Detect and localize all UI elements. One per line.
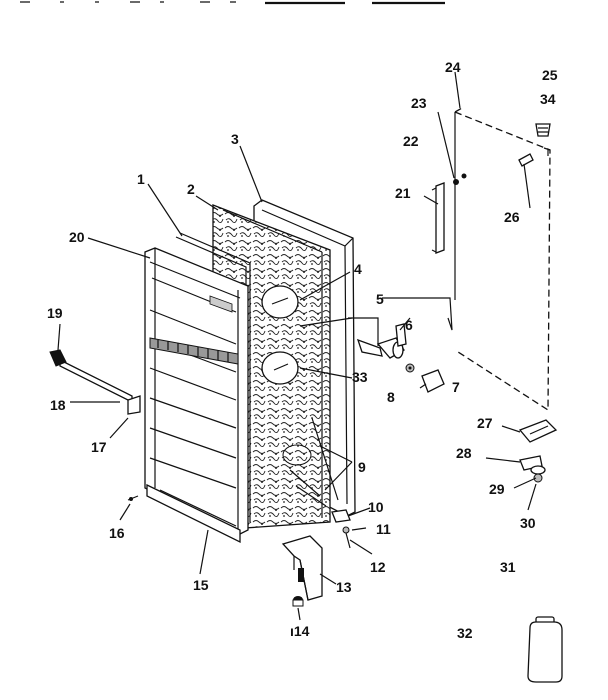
callout-32: 32 [457, 625, 473, 641]
callout-25: 25 [542, 67, 558, 83]
latch-26 [518, 153, 534, 167]
callout-9: 9 [358, 459, 366, 475]
callout-1: 1 [137, 171, 145, 187]
callout-14: ı14 [290, 623, 310, 639]
callout-labels: 1 2 3 4 5 6 7 8 9 10 11 12 13 ı14 15 16 … [47, 59, 558, 641]
leader-lines [57, 71, 537, 621]
callout-23: 23 [411, 95, 427, 111]
callout-29: 29 [489, 481, 505, 497]
shelf-retainer-17 [127, 395, 141, 415]
callout-16: 16 [109, 525, 125, 541]
callout-18: 18 [50, 397, 66, 413]
callout-24: 24 [445, 59, 461, 75]
callout-34: 34 [540, 91, 556, 107]
callout-17: 17 [91, 439, 107, 455]
callout-7: 7 [452, 379, 460, 395]
callout-15: 15 [193, 577, 209, 593]
callout-2: 2 [187, 181, 195, 197]
callout-19: 19 [47, 305, 63, 321]
callout-3: 3 [231, 131, 239, 147]
screw-16 [127, 495, 139, 501]
lock-assembly [356, 323, 445, 393]
callout-27: 27 [477, 415, 493, 431]
door-handle-21 [431, 182, 445, 254]
bushing-34 [535, 123, 551, 137]
callout-20: 20 [69, 229, 85, 245]
callout-22: 22 [403, 133, 419, 149]
callout-28: 28 [456, 445, 472, 461]
lower-hinge [518, 419, 558, 483]
shelf-bar [49, 349, 133, 404]
touch-up-bottle [527, 616, 563, 683]
callout-33: 33 [352, 369, 368, 385]
bottom-trim [146, 483, 241, 544]
cabinet-door-outline [454, 107, 551, 412]
callout-13: 13 [336, 579, 352, 595]
callout-11: 11 [376, 521, 391, 537]
callout-5: 5 [376, 291, 384, 307]
callout-6: 6 [405, 317, 413, 333]
header-fragments [20, 1, 445, 5]
callout-30: 30 [520, 515, 536, 531]
inner-door-shelves [144, 247, 249, 536]
hinge-strip-9 [311, 417, 339, 501]
bracket-13 [281, 535, 323, 601]
small-hardware [331, 509, 351, 549]
callout-8: 8 [387, 389, 395, 405]
callout-31: 31 [500, 559, 516, 575]
plug-14 [292, 596, 304, 607]
callout-21: 21 [395, 185, 411, 201]
callout-26: 26 [504, 209, 520, 225]
callout-12: 12 [370, 559, 386, 575]
callout-10: 10 [368, 499, 384, 515]
callout-4: 4 [354, 261, 362, 277]
